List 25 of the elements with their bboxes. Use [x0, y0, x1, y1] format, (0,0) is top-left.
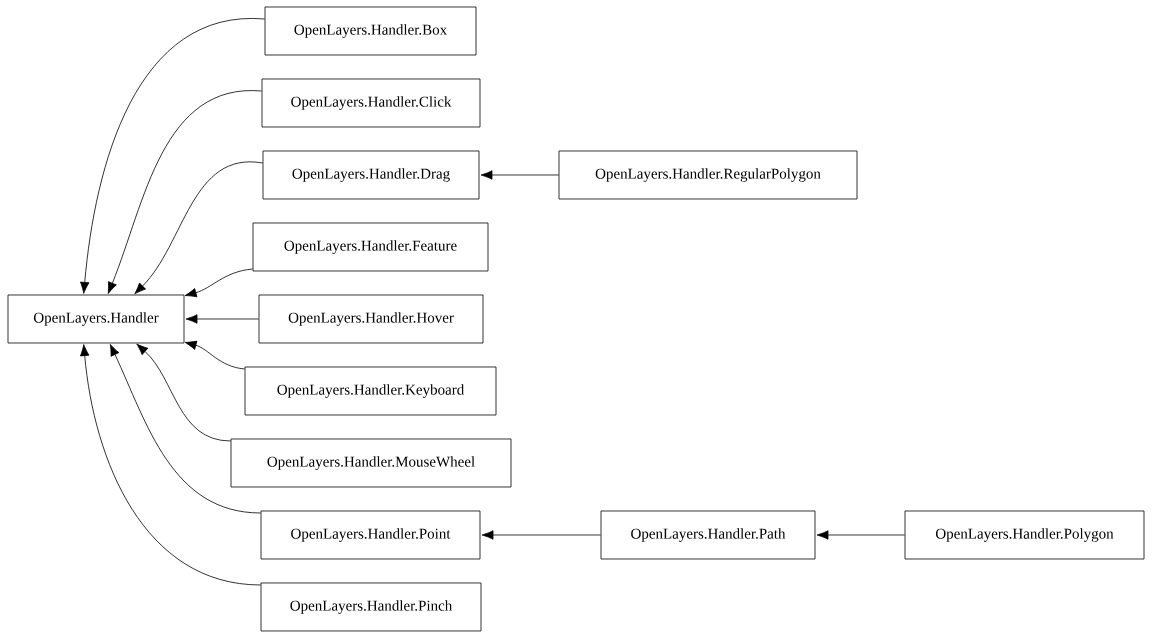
arrow — [107, 90, 262, 294]
arrow — [185, 314, 259, 324]
arrow — [134, 161, 263, 295]
arrow — [480, 170, 559, 180]
class-box: OpenLayers.Handler.Feature — [252, 222, 489, 272]
class-box: OpenLayers.Handler.Hover — [258, 294, 484, 344]
class-box: OpenLayers.Handler.Polygon — [904, 510, 1145, 560]
class-box: OpenLayers.Handler.RegularPolygon — [558, 150, 858, 200]
arrow — [109, 344, 261, 514]
class-box: OpenLayers.Handler.Drag — [262, 150, 480, 200]
arrow — [80, 18, 265, 294]
arrow — [481, 530, 601, 540]
class-box: OpenLayers.Handler.Point — [260, 510, 481, 560]
class-box: OpenLayers.Handler.Click — [261, 78, 481, 128]
class-box: OpenLayers.Handler.MouseWheel — [230, 438, 512, 488]
arrow — [816, 530, 905, 540]
arrow — [80, 344, 261, 586]
class-box: OpenLayers.Handler.Keyboard — [244, 366, 497, 416]
arrow — [184, 268, 253, 298]
class-box: OpenLayers.Handler — [7, 294, 185, 344]
class-box: OpenLayers.Handler.Path — [600, 510, 816, 560]
class-box: OpenLayers.Handler.Pinch — [260, 582, 482, 632]
class-box: OpenLayers.Handler.Box — [264, 6, 477, 56]
arrow — [184, 340, 245, 370]
arrow — [136, 343, 231, 442]
